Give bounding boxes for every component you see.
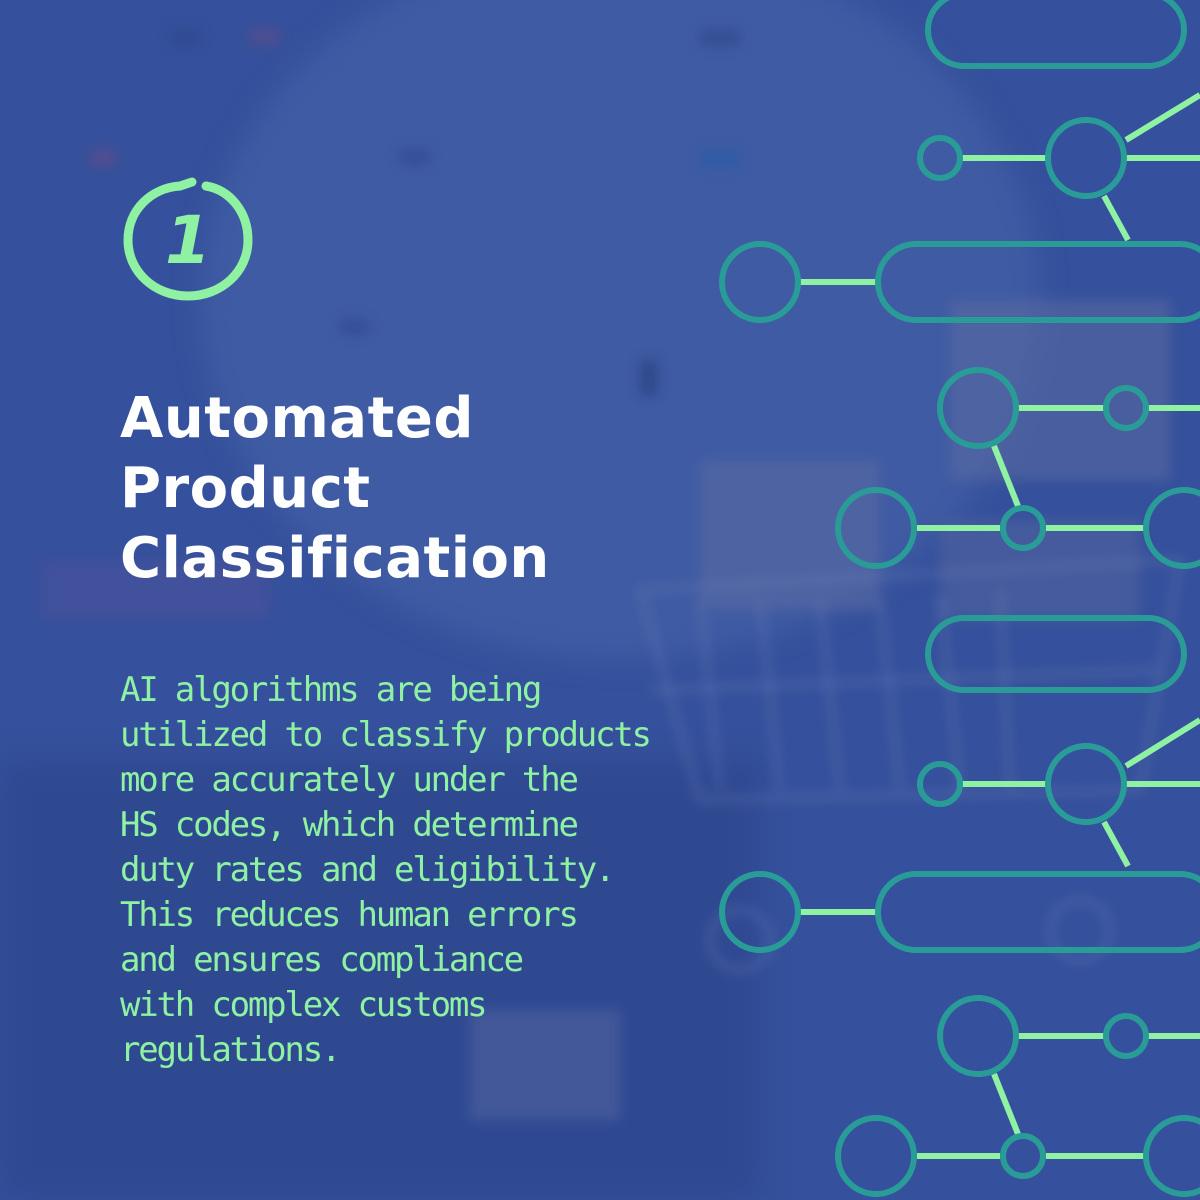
description-line: utilized to classify products (120, 715, 652, 755)
description-line: This reduces human errors (120, 895, 579, 935)
page-title: Automated Product Classification (120, 384, 680, 594)
circled-number-icon (123, 177, 253, 301)
description-line: duty rates and eligibility. (120, 850, 615, 890)
description-line: more accurately under the (120, 760, 579, 800)
title-line: Product (120, 456, 371, 521)
description-line: AI algorithms are being (120, 670, 542, 710)
title-line: Automated (120, 386, 474, 451)
description-line: with complex customs (120, 985, 488, 1025)
step-number: 1 (165, 201, 211, 279)
description-line: and ensures compliance (120, 940, 524, 980)
title-line: Classification (120, 526, 550, 591)
network-nodes-icon (719, 0, 1200, 1197)
description-text: AI algorithms are being utilized to clas… (120, 668, 710, 1073)
description-line: HS codes, which determine (120, 805, 579, 845)
description-line: regulations. (120, 1030, 341, 1070)
step-badge: 1 (118, 170, 258, 310)
